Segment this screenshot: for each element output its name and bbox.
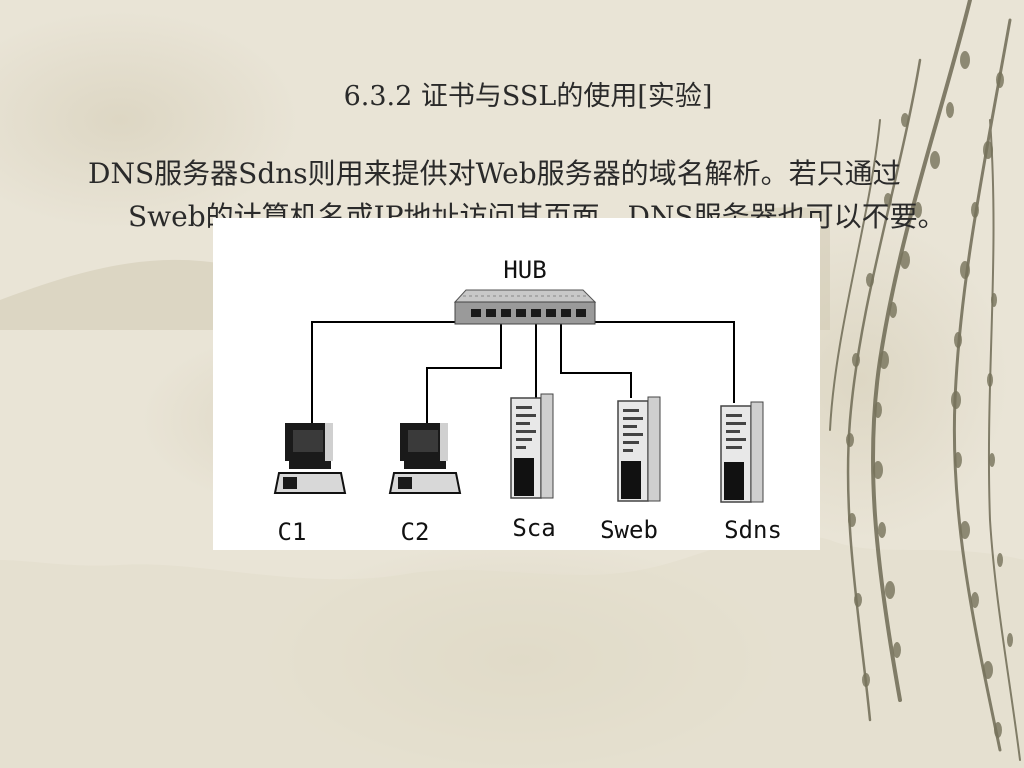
workstation-icon-c2 xyxy=(388,423,462,494)
cable-c2 xyxy=(426,322,502,423)
cable-c1 xyxy=(311,321,478,423)
cable-sdns xyxy=(593,321,735,403)
node-label-sca: Sca xyxy=(512,514,555,542)
node-label-sdns: Sdns xyxy=(724,516,782,544)
hub-label: HUB xyxy=(503,256,546,284)
network-cables xyxy=(311,321,735,423)
workstation-icon-c1 xyxy=(273,423,347,494)
node-label-sweb: Sweb xyxy=(600,516,658,544)
willow-leaves xyxy=(846,51,1013,738)
node-label-c2: C2 xyxy=(401,518,430,546)
cable-sweb xyxy=(560,322,632,398)
server-icon-sdns xyxy=(720,401,764,503)
server-icon-sca xyxy=(510,393,554,499)
server-icon-sweb xyxy=(617,396,661,502)
network-diagram: HUB C1 C2 xyxy=(213,218,820,550)
hub-device xyxy=(453,289,597,325)
node-label-c1: C1 xyxy=(278,518,307,546)
slide-title: 6.3.2 证书与SSL的使用[实验] xyxy=(343,81,713,112)
